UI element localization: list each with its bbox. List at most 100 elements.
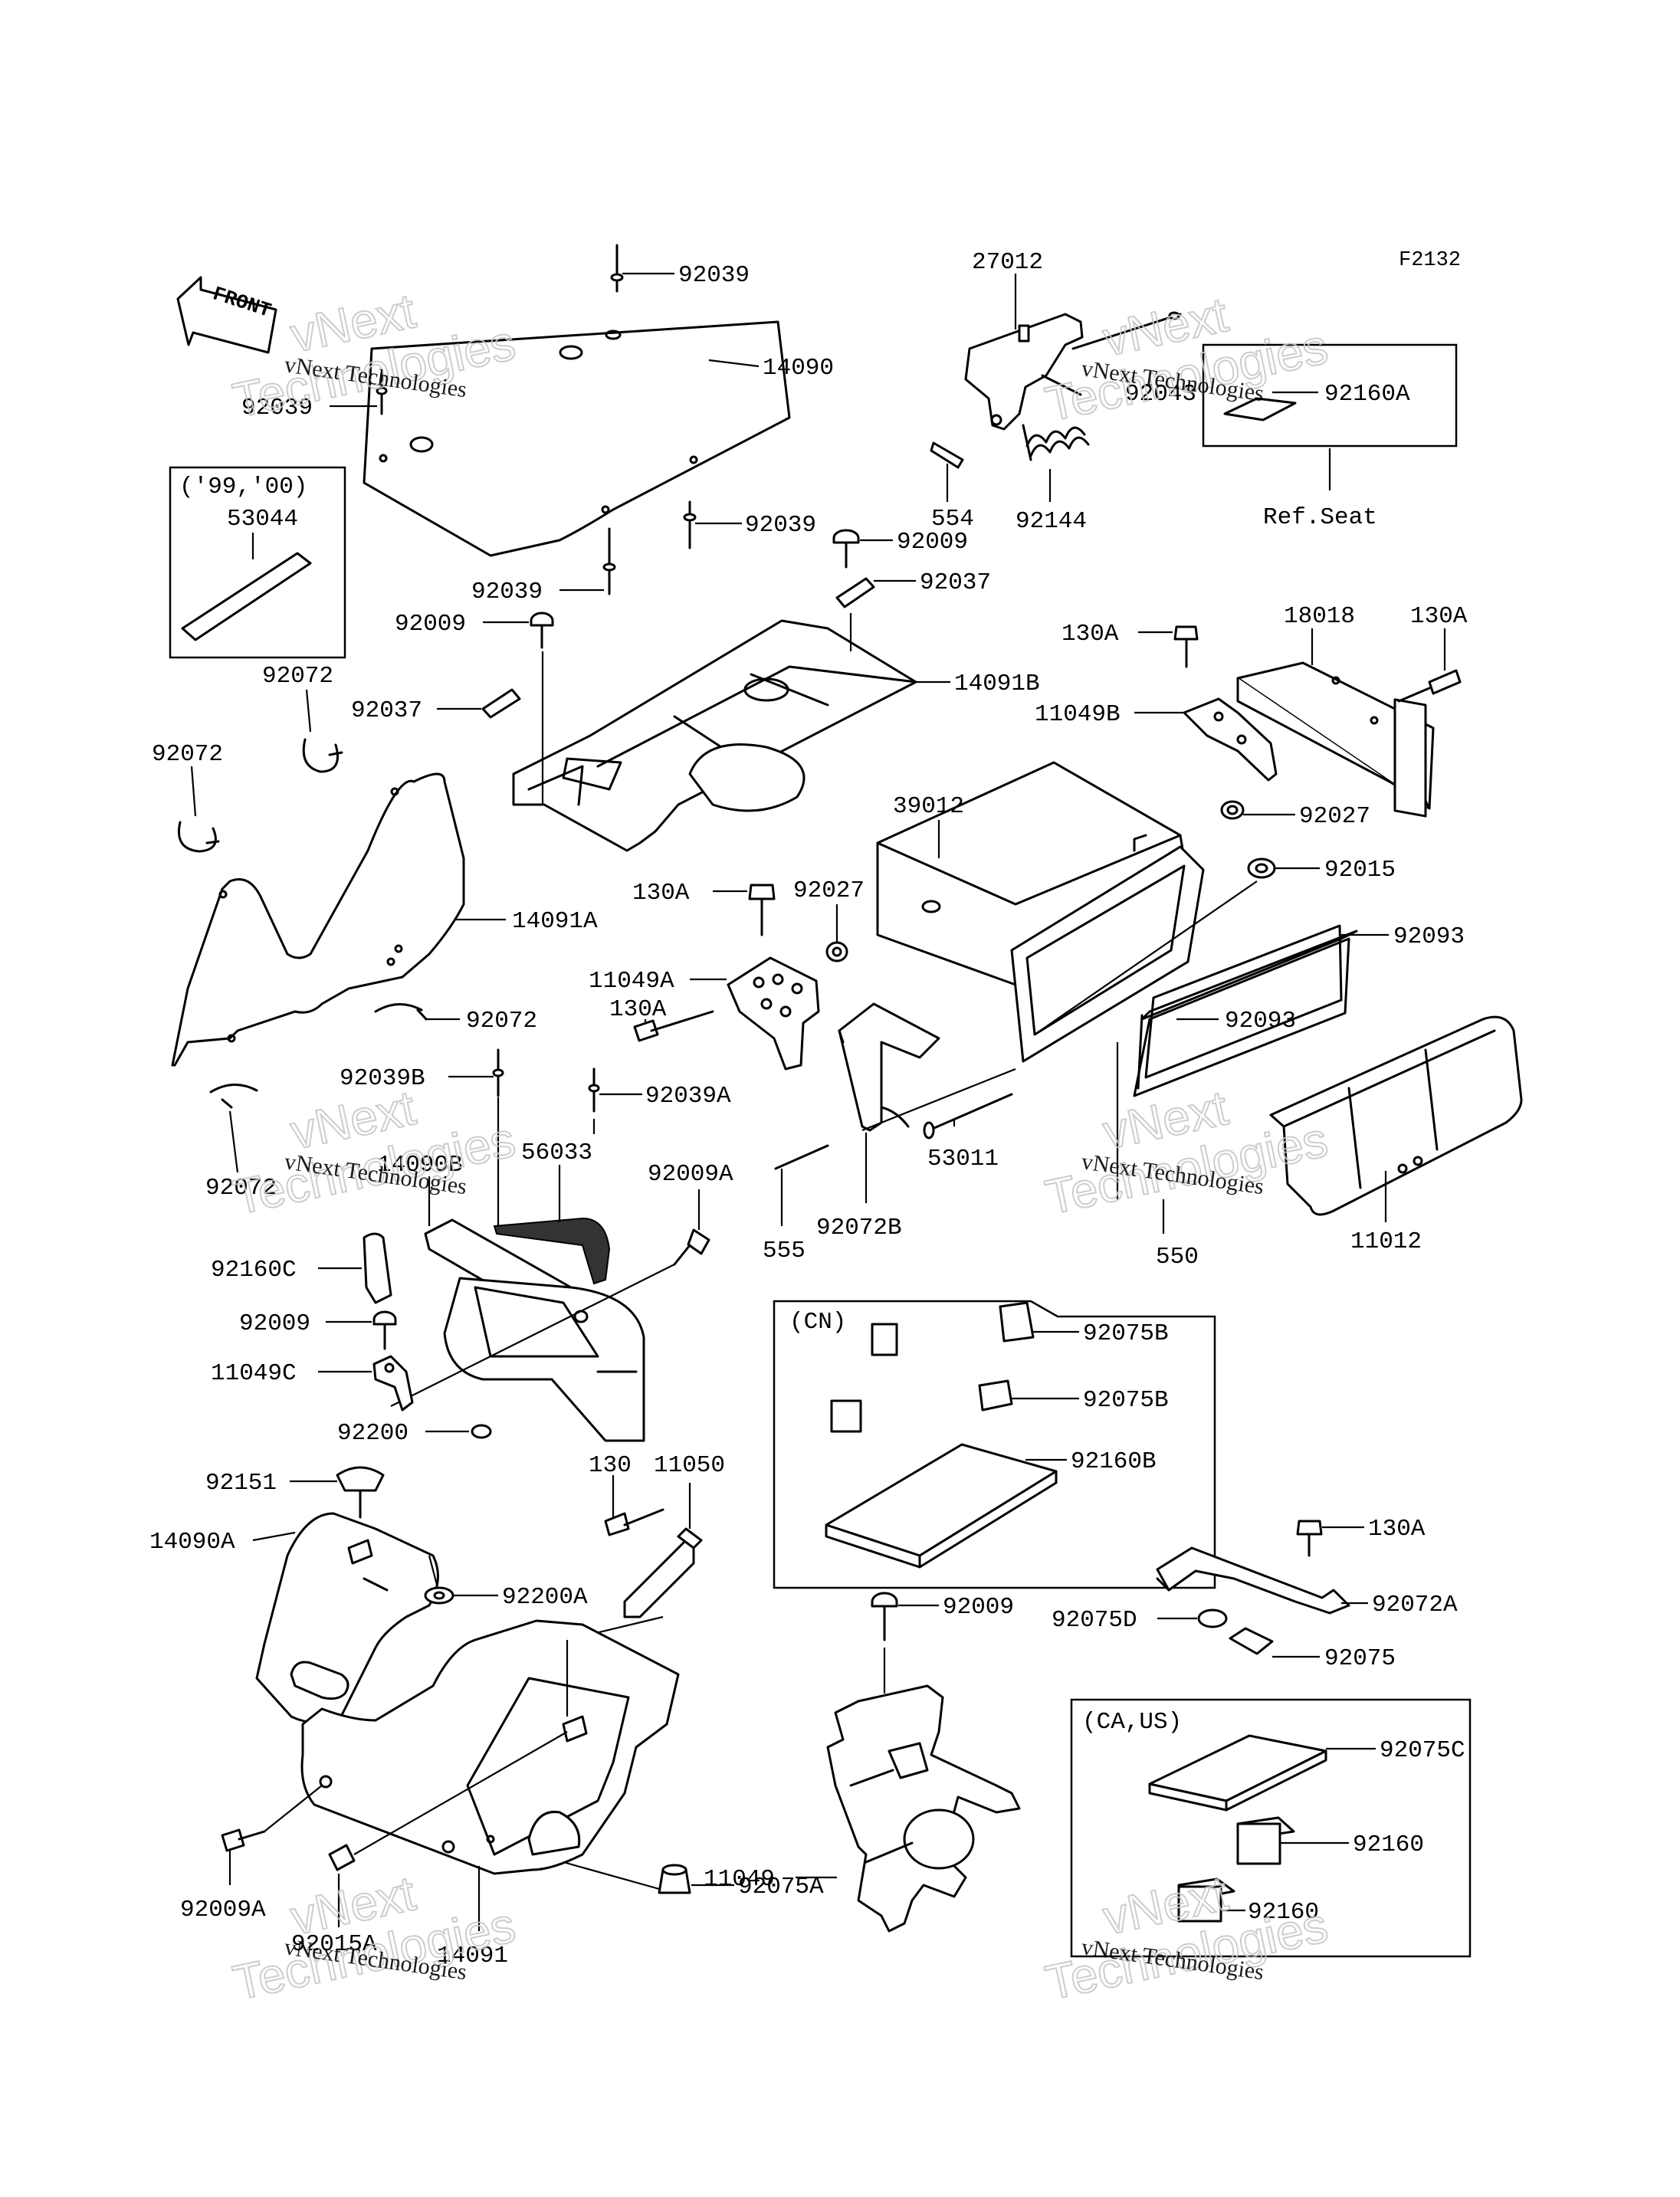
- box-cn: [773, 1300, 1216, 1589]
- label-92009-a: 92009: [897, 529, 968, 556]
- label-92075D: 92075D: [1052, 1607, 1137, 1634]
- label-130A-b: 130A: [1410, 603, 1468, 630]
- bolt-92009-icon: [871, 1592, 898, 1641]
- box-ref-seat-label: Ref.Seat: [1263, 504, 1377, 531]
- label-14091: 14091: [437, 1943, 508, 1969]
- figure-code: F2132: [1399, 249, 1461, 272]
- pin-92039-icon: [376, 244, 697, 595]
- grommet-92200-icon: [471, 1424, 492, 1439]
- label-92075B-a: 92075B: [1083, 1320, 1169, 1347]
- label-92072A: 92072A: [1372, 1592, 1458, 1618]
- nut-92015-icon: [1247, 857, 1276, 879]
- label-92015A: 92015A: [291, 1931, 377, 1958]
- label-92037-b: 92037: [351, 697, 422, 724]
- label-92200: 92200: [337, 1420, 409, 1447]
- bracket-11050: [623, 1527, 703, 1618]
- label-53044: 53044: [227, 506, 298, 533]
- label-92075: 92075: [1324, 1645, 1396, 1672]
- label-92043: 92043: [1125, 381, 1196, 408]
- washer-92027-icon: [825, 800, 1245, 962]
- label-92075A: 92075A: [738, 1874, 824, 1900]
- label-27012: 27012: [972, 249, 1043, 276]
- label-550: 550: [1156, 1244, 1199, 1271]
- box-cn-label: (CN): [789, 1309, 846, 1336]
- sponge-92075B-icon: [830, 1301, 1035, 1433]
- label-92072-b: 92072: [152, 741, 223, 768]
- label-92160C: 92160C: [211, 1257, 297, 1284]
- label-92039-left: 92039: [241, 395, 313, 421]
- latch-27012: [964, 313, 1084, 431]
- battery-box-39012: [876, 761, 1205, 1063]
- label-92160A: 92160A: [1324, 381, 1410, 408]
- box-years-label: ('99,'00): [179, 474, 307, 500]
- label-92160B: 92160B: [1071, 1448, 1157, 1475]
- pin-92043-icon: [1071, 311, 1182, 350]
- knob-92151-icon: [336, 1466, 385, 1519]
- fender-14090B: [424, 1218, 645, 1442]
- label-92093-b: 92093: [1225, 1008, 1296, 1035]
- seal-92093-icon: [1133, 924, 1358, 1097]
- pin-92039B-icon: [492, 1048, 600, 1113]
- strap-92037-icon: [481, 577, 875, 719]
- label-92151: 92151: [205, 1470, 277, 1497]
- mat-14091B: [512, 619, 917, 852]
- bolt-92009-icon: [372, 1310, 397, 1350]
- pad-92075-icon: [1229, 1627, 1274, 1655]
- label-92009-c: 92009: [239, 1310, 310, 1337]
- label-11049C: 11049C: [211, 1360, 297, 1387]
- box-ref-seat: [1202, 343, 1458, 448]
- pad-92160A-icon: [1223, 397, 1297, 421]
- label-53011: 53011: [927, 1146, 999, 1172]
- label-18018: 18018: [1284, 603, 1355, 630]
- pad-92160B-icon: [825, 1443, 1058, 1569]
- label-92009A-a: 92009A: [648, 1161, 733, 1188]
- label-92200A: 92200A: [502, 1584, 588, 1611]
- label-92072B: 92072B: [816, 1215, 902, 1241]
- label-11049B: 11049B: [1035, 701, 1121, 728]
- label-11049: 11049: [704, 1866, 775, 1893]
- label-14090A: 14090A: [149, 1529, 235, 1556]
- strip-56033: [493, 1217, 611, 1285]
- label-92039-low: 92039: [471, 579, 543, 605]
- grommet-92075A-icon: [658, 1864, 691, 1894]
- cover-11012: [1269, 1015, 1523, 1216]
- label-92009-b: 92009: [395, 611, 466, 638]
- washer-92200A-icon: [424, 1586, 454, 1605]
- box-ca-us: [1070, 1698, 1472, 1958]
- label-554: 554: [931, 506, 974, 533]
- label-92144: 92144: [1016, 508, 1087, 535]
- label-130A-d: 130A: [609, 996, 667, 1023]
- label-14091A: 14091A: [512, 908, 598, 935]
- label-92075C: 92075C: [1380, 1737, 1465, 1764]
- box-years: [169, 466, 346, 659]
- label-130: 130: [589, 1452, 632, 1479]
- label-555: 555: [763, 1238, 806, 1264]
- panel-14091A: [171, 772, 465, 1067]
- label-92039B: 92039B: [340, 1065, 425, 1092]
- pad-92160C-icon: [363, 1232, 392, 1304]
- bolt-53011-icon: [923, 1093, 1013, 1139]
- label-92160-b: 92160: [1248, 1899, 1319, 1926]
- bracket-11049B: [1183, 697, 1278, 782]
- label-130A-e: 130A: [1368, 1516, 1426, 1543]
- label-92072-d: 92072: [205, 1175, 277, 1202]
- holddown-92072B: [838, 1002, 940, 1132]
- label-92015: 92015: [1324, 857, 1396, 884]
- label-130A-c: 130A: [632, 880, 690, 907]
- label-11049A: 11049A: [589, 968, 674, 995]
- rod-53044-icon: [181, 552, 312, 641]
- label-92039-top: 92039: [678, 262, 750, 289]
- sponge-92160-icon: [1177, 1816, 1295, 1923]
- label-92037-a: 92037: [920, 569, 991, 596]
- label-92027-a: 92027: [1299, 803, 1370, 830]
- box-ca-us-label: (CA,US): [1082, 1709, 1182, 1736]
- bracket-92072A: [1156, 1546, 1350, 1615]
- label-56033: 56033: [521, 1139, 592, 1166]
- bracket-11049: [826, 1684, 1021, 1933]
- label-92072-a: 92072: [262, 663, 333, 690]
- label-92039-mid: 92039: [745, 512, 816, 539]
- nut-92015A-icon: [328, 1844, 356, 1871]
- bolt-130A-icon: [1173, 625, 1462, 703]
- label-92160-a: 92160: [1353, 1831, 1424, 1858]
- label-92093-a: 92093: [1393, 923, 1465, 950]
